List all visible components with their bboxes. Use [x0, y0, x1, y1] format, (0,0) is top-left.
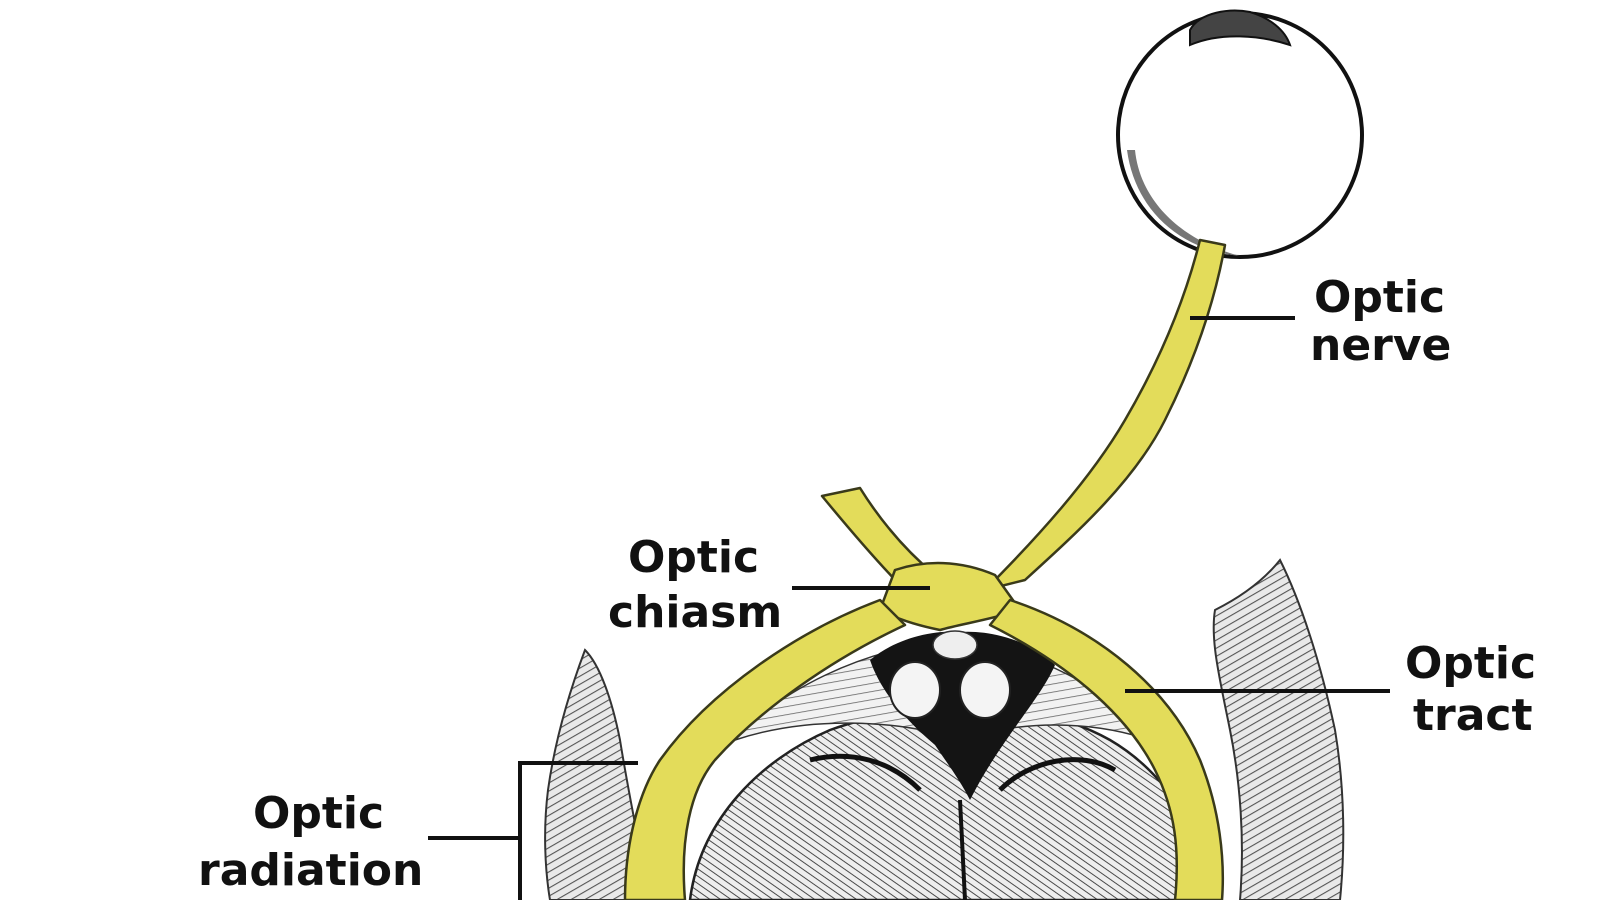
optic-tract-label-line1: Optic: [1405, 638, 1536, 689]
right-optic-tract-shape: [988, 598, 1225, 900]
midbrain-fold-left: [809, 753, 922, 792]
optic-nerve-shape: [983, 238, 1227, 592]
optic-radiation-bracket: [518, 761, 638, 900]
optic-pathway: [623, 238, 1227, 900]
mammillary-body-left: [889, 661, 941, 719]
left-optic-tract-shape: [623, 598, 907, 900]
cornea: [1189, 9, 1292, 47]
right-temporal-lobe: [1212, 558, 1345, 900]
left-temporal-lobe: [544, 648, 652, 900]
eyeball-shading: [1127, 150, 1240, 256]
optic-chiasm-shape: [878, 561, 1022, 632]
optic-radiation-label-line1: Optic: [253, 788, 384, 839]
optic-nerve-label-line1: Optic: [1314, 272, 1445, 323]
eyeball: [1116, 11, 1364, 259]
optic-nerve-label-line2: nerve: [1310, 320, 1451, 371]
optic-chiasm-label-line1: Optic: [628, 532, 759, 583]
optic-chiasm-label-line2: chiasm: [608, 587, 782, 638]
tuber-cinereum: [932, 630, 978, 660]
midbrain-fold-right: [998, 757, 1117, 792]
midbrain-median-groove: [958, 799, 967, 900]
optic-tract-label-line2: tract: [1413, 690, 1533, 741]
mammillary-body-right: [959, 661, 1011, 719]
optic-radiation-label-line2: radiation: [198, 845, 423, 896]
